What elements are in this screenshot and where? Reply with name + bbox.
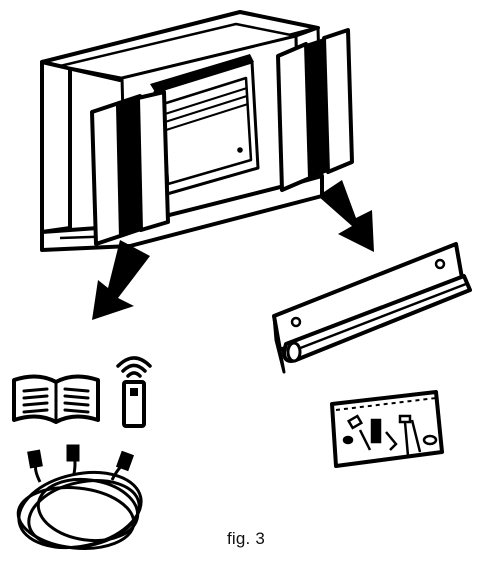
- arrow-down-right-icon: [318, 180, 374, 252]
- open-book-icon: [12, 374, 100, 424]
- hardware-bag-icon: [330, 390, 444, 468]
- arrow-down-left-icon: [92, 240, 150, 320]
- open-carton-icon: [40, 10, 354, 252]
- mounting-bracket-icon: [272, 242, 472, 374]
- figure-caption: fig. 3: [227, 529, 266, 548]
- remote-control-icon: [116, 356, 152, 428]
- coiled-cable-icon: [16, 444, 143, 550]
